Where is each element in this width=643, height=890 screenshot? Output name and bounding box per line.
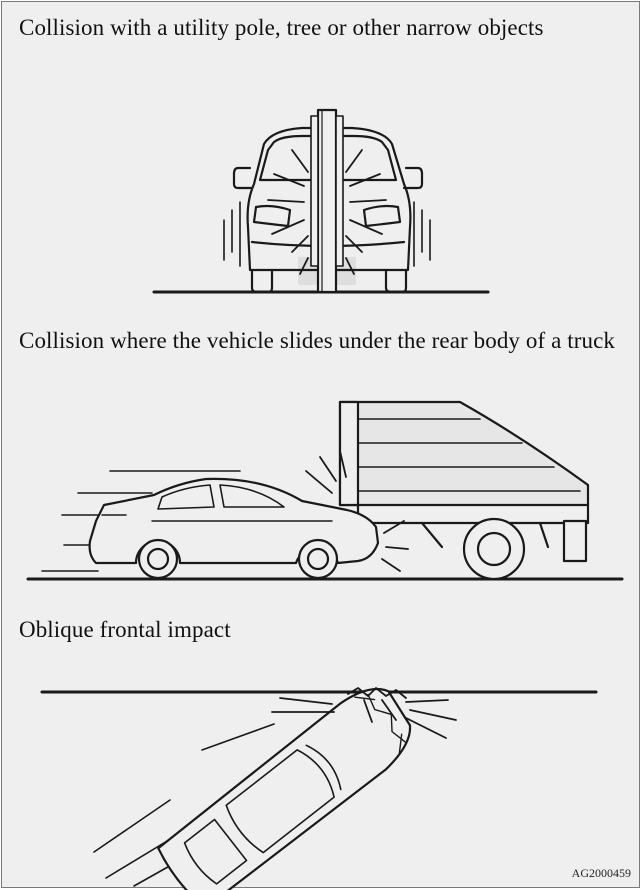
caption-truck-underride: Collision where the vehicle slides under… <box>19 327 629 355</box>
pole-collision-illustration <box>2 102 641 302</box>
truck-underride-illustration <box>2 397 641 597</box>
truck <box>340 402 588 579</box>
utility-pole <box>311 110 343 292</box>
caption-pole-collision: Collision with a utility pole, tree or o… <box>19 14 619 42</box>
sedan-top-view <box>154 676 425 890</box>
caption-oblique-impact: Oblique frontal impact <box>19 616 419 644</box>
figure-code: AG2000459 <box>572 866 631 881</box>
oblique-impact-illustration <box>2 682 641 887</box>
